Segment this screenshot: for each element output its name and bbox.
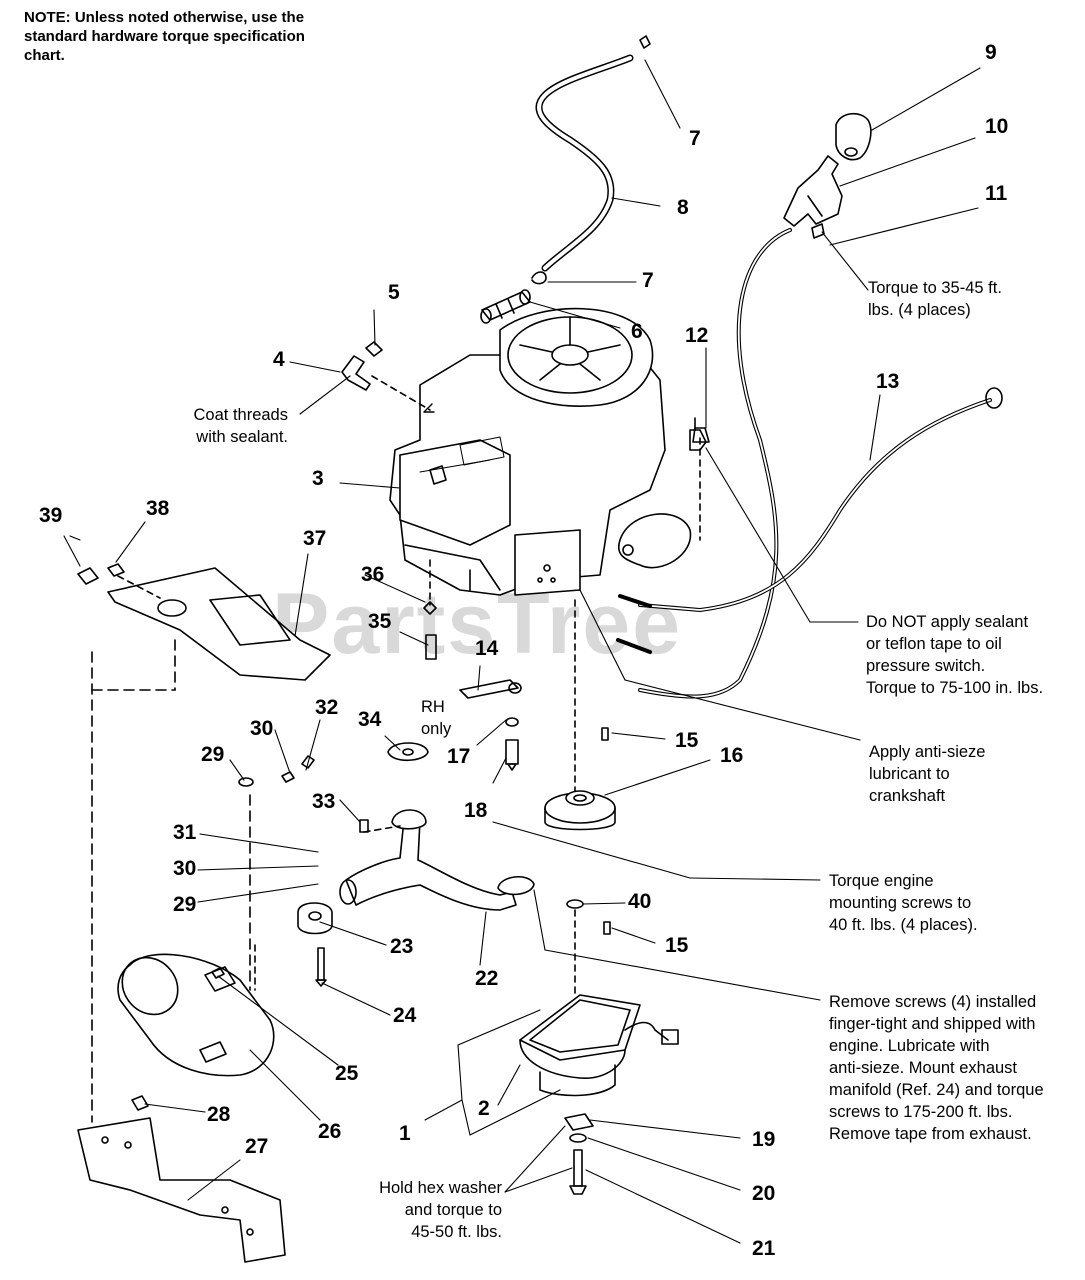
leader-lines	[63, 59, 981, 1244]
engine-block	[389, 307, 707, 596]
callout-31: 31	[173, 821, 197, 844]
callout-33: 33	[312, 790, 336, 813]
mounting-hardware	[423, 559, 611, 996]
callout-36: 36	[361, 563, 385, 586]
callout-32: 32	[315, 696, 339, 719]
callout-26: 26	[318, 1120, 342, 1143]
callout-12: 12	[685, 324, 709, 347]
caption-hold-hex: Hold hex washer and torque to 45-50 ft. …	[379, 1179, 502, 1241]
callout-37: 37	[303, 527, 327, 550]
caption-torque-engine: Torque engine mounting screws to 40 ft. …	[829, 872, 978, 934]
callout-15a: 15	[675, 729, 699, 752]
callout-5: 5	[388, 281, 400, 304]
callout-28: 28	[207, 1103, 231, 1126]
callout-11: 11	[985, 182, 1008, 205]
caption-anti-sieze: Apply anti-sieze lubricant to crankshaft	[869, 743, 986, 805]
callout-35: 35	[368, 610, 392, 633]
elbow-fitting	[341, 341, 435, 413]
callout-1: 1	[399, 1122, 411, 1145]
callout-18: 18	[464, 799, 488, 822]
fuel-line	[531, 35, 651, 285]
callout-15b: 15	[665, 934, 689, 957]
callout-29a: 29	[201, 743, 225, 766]
callout-22: 22	[475, 967, 499, 990]
callout-19: 19	[752, 1128, 776, 1151]
callout-13: 13	[876, 370, 900, 393]
callout-2: 2	[478, 1097, 490, 1120]
exhaust-manifold	[339, 742, 535, 911]
callout-29b: 29	[173, 893, 197, 916]
callout-24: 24	[393, 1004, 417, 1027]
callout-40: 40	[628, 890, 652, 913]
callout-39: 39	[39, 504, 63, 527]
callout-7a: 7	[689, 127, 701, 150]
callout-10: 10	[985, 115, 1009, 138]
callout-30a: 30	[250, 717, 274, 740]
callout-34: 34	[358, 708, 382, 731]
callout-4: 4	[273, 348, 285, 371]
callout-20: 20	[752, 1182, 776, 1205]
electric-clutch	[519, 994, 679, 1195]
callout-23: 23	[390, 935, 414, 958]
callout-8: 8	[677, 196, 689, 219]
callout-16: 16	[720, 744, 744, 767]
callout-27: 27	[245, 1135, 269, 1158]
callout-25: 25	[335, 1062, 359, 1085]
caption-coat-threads: Coat threads with sealant.	[193, 406, 288, 446]
pulley	[544, 790, 616, 831]
callout-38: 38	[146, 497, 170, 520]
callout-3: 3	[312, 467, 324, 490]
callout-17: 17	[447, 745, 471, 768]
caption-torque-35-45: Torque to 35-45 ft. lbs. (4 places)	[868, 279, 1002, 319]
caption-remove-screws: Remove screws (4) installed finger-tight…	[829, 993, 1044, 1143]
callout-6: 6	[631, 320, 643, 343]
lower-shield	[77, 1117, 286, 1263]
muffler-assembly	[117, 755, 333, 1111]
callout-7b: 7	[642, 269, 654, 292]
callout-9: 9	[985, 41, 997, 64]
heat-shield	[77, 563, 331, 1123]
caption-sealant-warning: Do NOT apply sealant or teflon tape to o…	[866, 613, 1044, 697]
throttle-control	[616, 112, 1003, 699]
fuel-fitting	[480, 289, 531, 324]
callout-14: 14	[475, 637, 499, 660]
oil-pressure-switch	[692, 427, 710, 541]
callout-30b: 30	[173, 857, 197, 880]
caption-rh-only: RH only	[421, 698, 452, 738]
callout-21: 21	[752, 1237, 776, 1260]
torque-note: NOTE: Unless noted otherwise, use the st…	[24, 9, 305, 64]
